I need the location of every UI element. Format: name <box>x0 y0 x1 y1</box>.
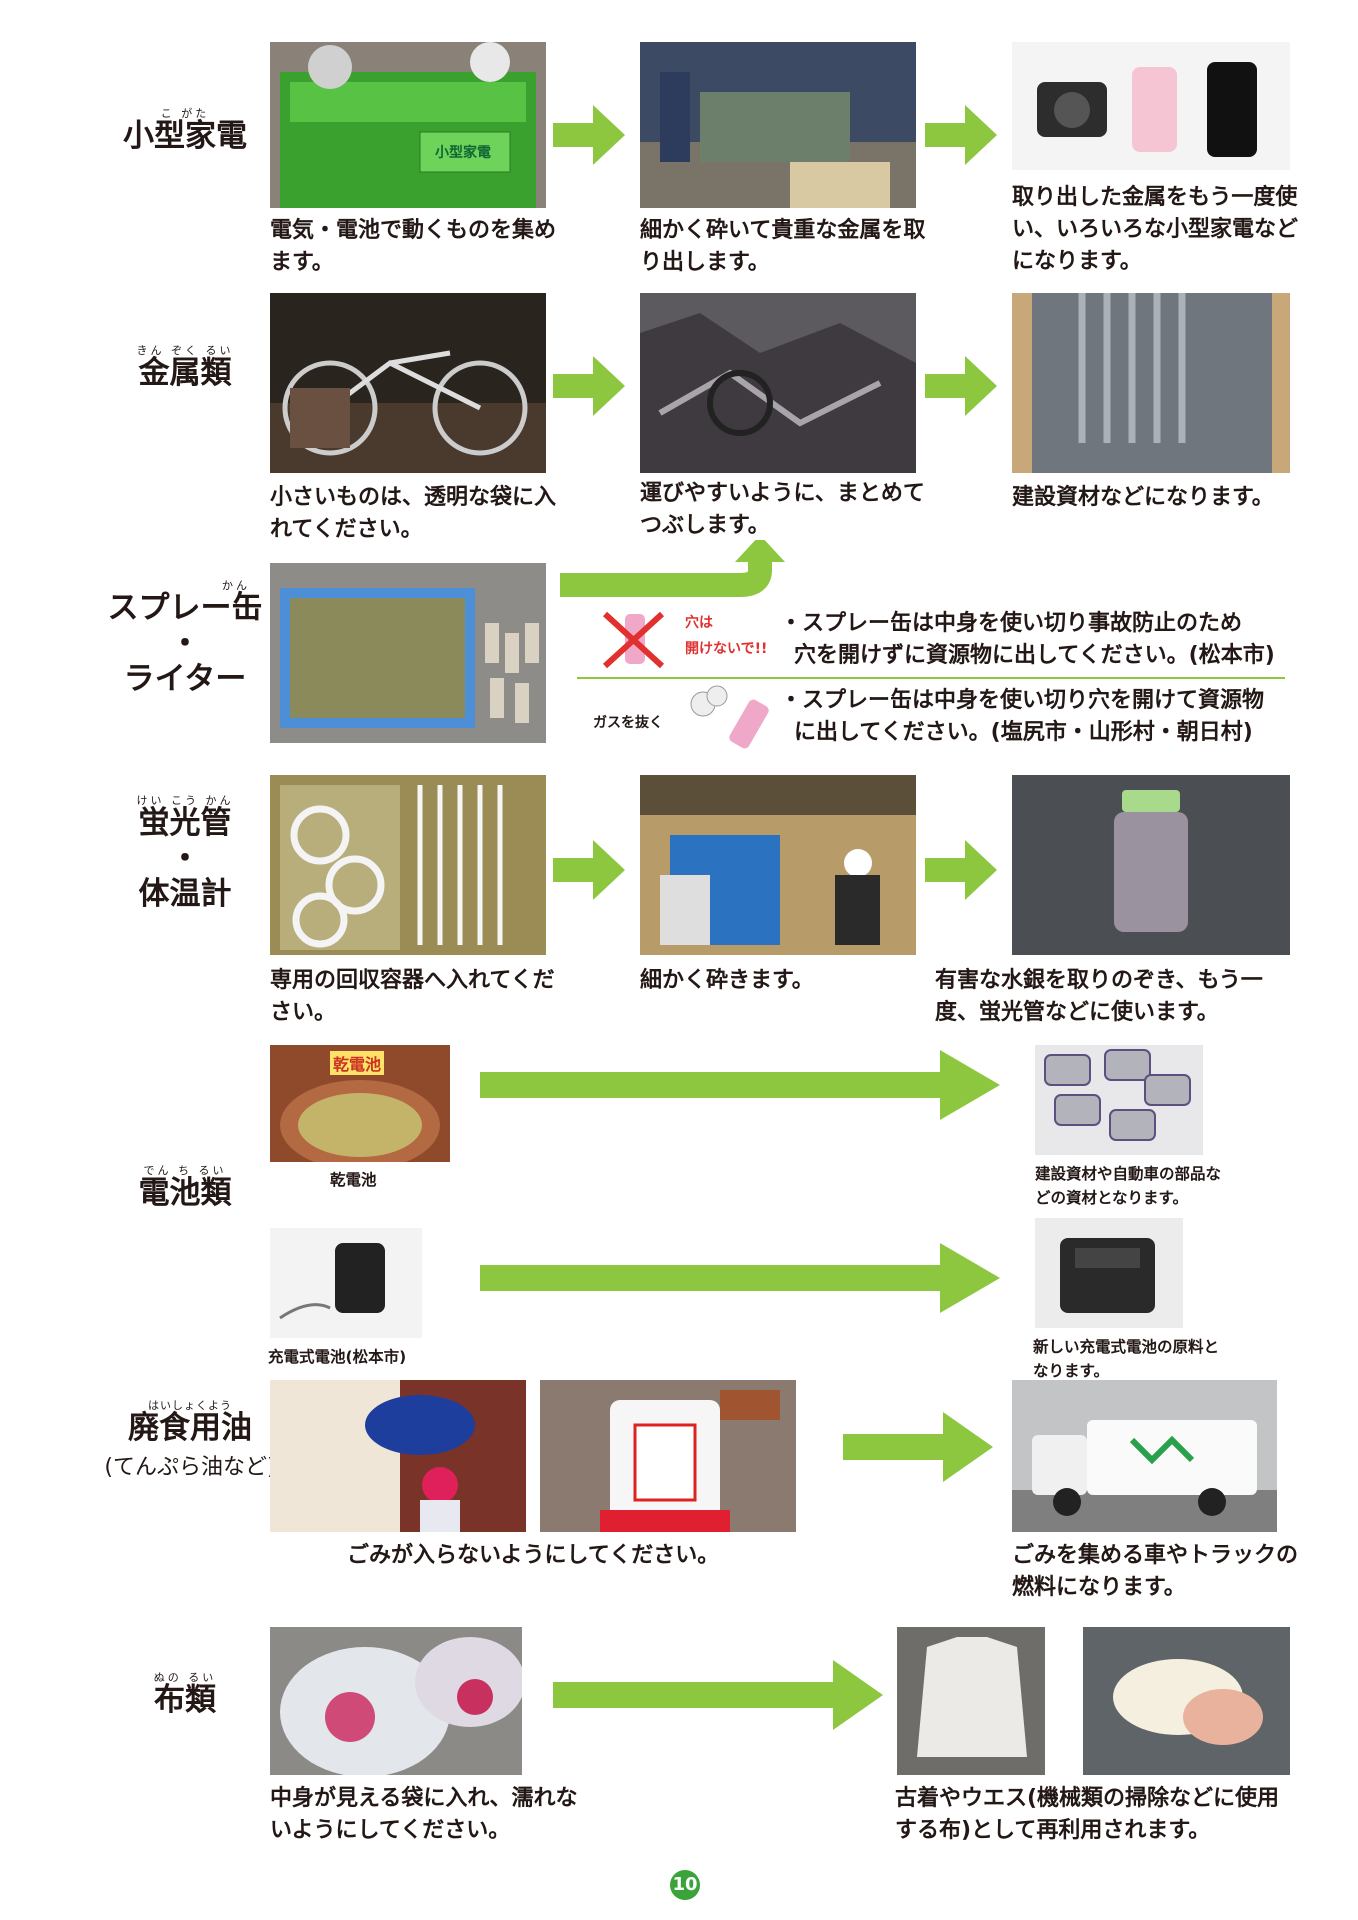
section-title-metals: きん ぞく るい 金属類 <box>136 344 234 391</box>
spray-note-shiojiri: ・スプレー缶は中身を使い切り穴を開けて資源物 に出してください。(塩尻市・山形村… <box>780 688 1265 745</box>
caption-rechargeable-result: 新しい充電式電池の原料となります。 <box>1033 1338 1220 1381</box>
caption-metals-step1: 小さいものは、透明な袋に入れてください。 <box>270 485 557 542</box>
arrow-right-icon <box>553 840 625 900</box>
caption-fluorescent-step3: 有害な水銀を取りのぞき、もう一度、蛍光管などに使います。 <box>935 968 1263 1025</box>
photo-mercury-jar <box>1012 775 1290 955</box>
label-dry-battery: 乾電池 <box>330 1171 377 1189</box>
caption-cloth-step3: 古着やウエス(機械類の掃除などに使用する布)として再利用されます。 <box>895 1786 1280 1843</box>
photo-recycled-metal-ingots <box>1035 1045 1203 1155</box>
spray-note-matsumoto: ・スプレー缶は中身を使い切り事故防止のため 穴を開けずに資源物に出してください。… <box>780 611 1275 668</box>
arrow-right-icon <box>480 1050 1000 1120</box>
caption-metals-step2: 運びやすいように、まとめてつぶします。 <box>640 481 925 538</box>
label-rechargeable-battery: 充電式電池(松本市) <box>268 1348 407 1366</box>
photo-tube-crusher <box>640 775 916 955</box>
page-number-badge: 10 <box>670 1870 700 1900</box>
photo-cleaning-cloth <box>1083 1627 1290 1775</box>
gas-release-illustration: ガスを抜く <box>588 682 788 752</box>
photo-dry-battery-bucket: 乾電池 <box>270 1045 450 1162</box>
photo-pouring-oil-from-pan <box>270 1380 526 1532</box>
caption-cooking-oil-step3: ごみを集める車やトラックの燃料になります。 <box>1012 1543 1299 1600</box>
photo-cloth-bags <box>270 1627 522 1775</box>
caption-cloth-step1: 中身が見える袋に入れ、濡れないようにしてください。 <box>270 1786 578 1843</box>
photo-bicycle-and-metal-items <box>270 293 546 473</box>
spray-gas-icon <box>690 685 769 749</box>
photo-crushing-machine <box>640 42 916 208</box>
arrow-curved-up-right-icon <box>560 540 785 597</box>
photo-camera-and-phones <box>1012 42 1290 170</box>
caption-small-appliances-step2: 細かく砕いて貴重な金属を取り出します。 <box>640 218 926 275</box>
arrow-right-icon <box>553 1660 883 1730</box>
section-title-fluorescent: けい こう かん 蛍光管 ・ 体温計 <box>136 794 234 913</box>
arrow-right-icon <box>925 840 997 900</box>
section-title-cloth: ぬの るい 布類 <box>153 1671 217 1718</box>
photo-rechargeable-battery <box>270 1228 422 1338</box>
arrow-right-icon <box>925 356 997 416</box>
arrow-right-icon <box>480 1243 1000 1313</box>
photo-oil-container <box>540 1380 796 1532</box>
caption-small-appliances-step1: 電気・電池で動くものを集めます。 <box>270 218 557 275</box>
arrow-right-icon <box>553 356 625 416</box>
spray-note-divider <box>577 677 1285 679</box>
photo-spray-cans-basket <box>270 563 546 743</box>
section-title-batteries: でん ち るい 電池類 <box>138 1164 232 1211</box>
box-label: 小型家電 <box>435 145 491 161</box>
photo-construction-materials <box>1012 293 1290 473</box>
spray-can-no-icon <box>602 611 665 669</box>
caption-metals-step3: 建設資材などになります。 <box>1012 485 1274 510</box>
caption-small-appliances-step3: 取り出した金属をもう一度使い、いろいろな小型家電などになります。 <box>1012 185 1299 274</box>
photo-garbage-truck <box>1012 1380 1277 1532</box>
photo-appliance-collection-box: 小型家電 <box>270 42 546 208</box>
no-puncture-warning: 穴は 開けないで!! <box>600 604 780 674</box>
caption-fluorescent-step1: 専用の回収容器へ入れてください。 <box>270 968 555 1025</box>
caption-fluorescent-step2: 細かく砕きます。 <box>640 968 814 993</box>
photo-fluorescent-tubes <box>270 775 546 955</box>
arrow-right-icon <box>843 1412 993 1482</box>
arrow-right-icon <box>553 105 625 165</box>
photo-new-rechargeable-battery <box>1035 1218 1183 1328</box>
caption-cooking-oil-step1: ごみが入らないようにしてください。 <box>347 1543 720 1568</box>
section-title-spray-cans: かん スプレー缶 ・ ライター <box>107 579 263 698</box>
section-title-cooking-oil: はいしょくよう 廃食用油 (てんぷら油など) <box>104 1399 276 1480</box>
section-title-small-appliances: こ がた 小型家電 <box>123 107 247 154</box>
photo-crushed-metals <box>640 293 916 473</box>
arrow-right-icon <box>925 105 997 165</box>
caption-dry-battery-result: 建設資材や自動車の部品などの資材となります。 <box>1035 1165 1222 1208</box>
photo-old-clothes <box>897 1627 1045 1775</box>
